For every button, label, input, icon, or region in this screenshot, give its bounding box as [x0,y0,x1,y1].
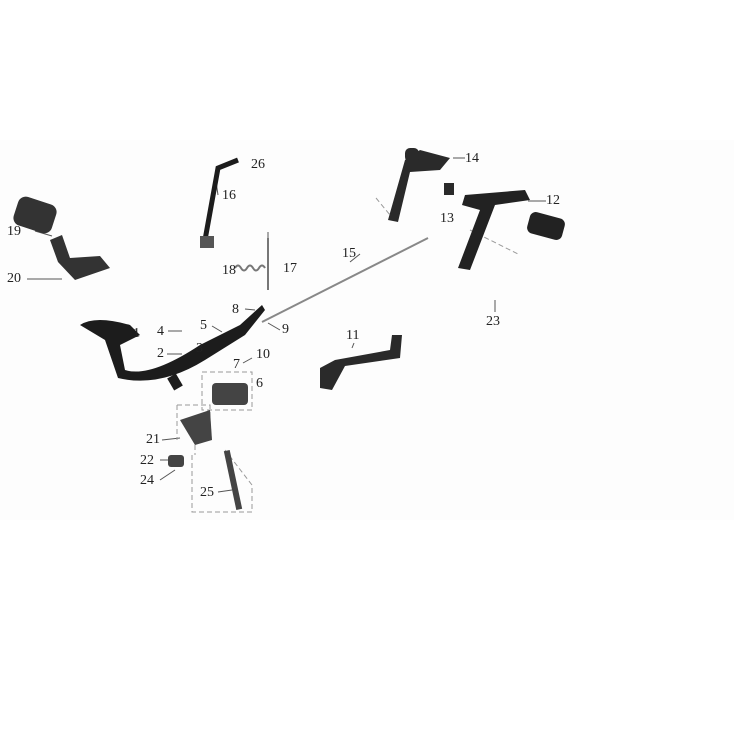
callout-8: 8 [232,302,239,317]
callout-5: 5 [200,318,207,333]
callout-17: 17 [283,261,297,276]
callout-14: 14 [465,151,479,166]
callout-16: 16 [222,188,236,203]
side-stand [168,383,248,510]
callout-4: 4 [157,324,164,339]
callout-22: 22 [140,453,154,468]
callout-12: 12 [546,193,560,208]
callout-13: 13 [440,211,454,226]
brake-pedal [80,305,265,391]
callout-21: 21 [146,432,160,447]
callout-20: 20 [7,271,21,286]
callout-1: 1 [133,326,140,341]
spring [234,238,269,290]
callout-2: 2 [157,346,164,361]
callout-7: 7 [233,357,240,372]
gear-shift-lever [320,335,402,390]
callout-6: 6 [256,376,263,391]
callout-18: 18 [222,263,236,278]
passenger-footrest-left [388,148,454,222]
rear-brake-rod [261,237,429,323]
kick-starter [200,157,239,248]
callout-9: 9 [282,322,289,337]
callout-24: 24 [140,473,154,488]
callout-10: 10 [256,347,270,362]
rider-footrest [13,196,110,280]
callout-19: 19 [7,224,21,239]
callout-26: 26 [251,157,265,172]
callout-23: 23 [486,314,500,329]
callout-11: 11 [346,328,360,343]
callout-15: 15 [342,246,356,261]
callout-25: 25 [200,485,214,500]
passenger-footrest-right [458,190,565,270]
callout-3: 3 [196,341,203,356]
